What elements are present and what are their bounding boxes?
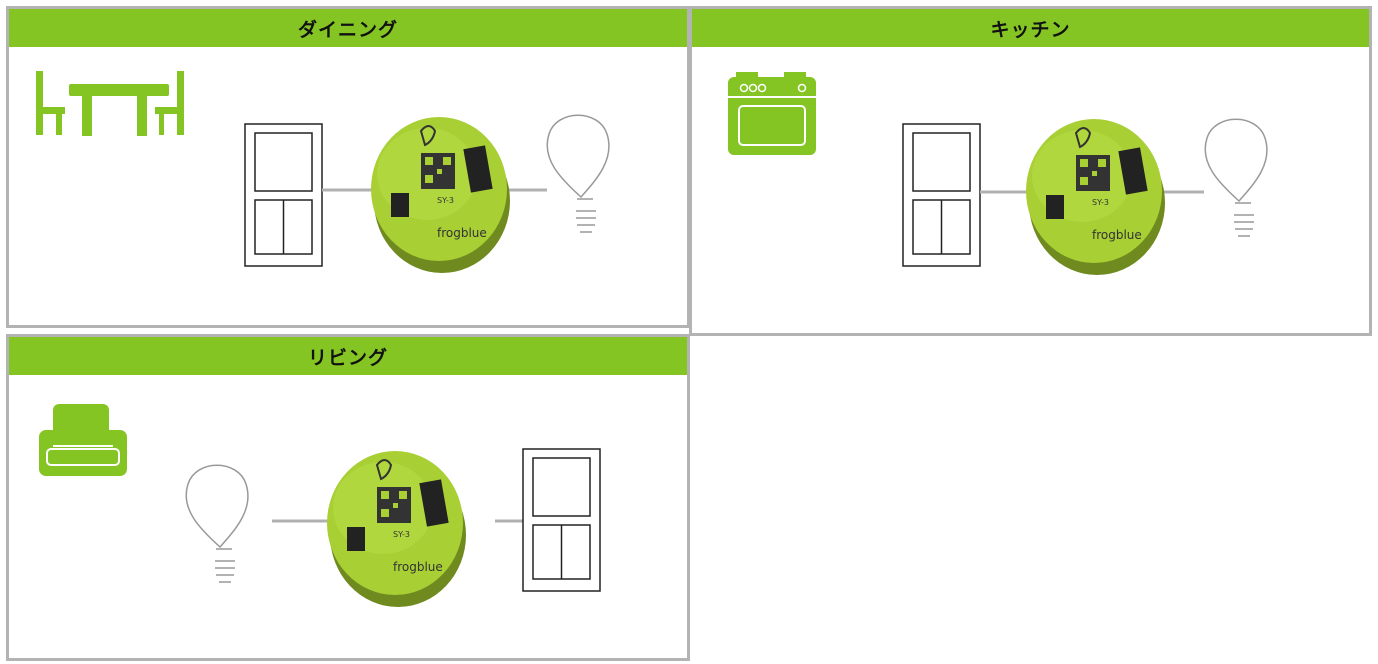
module-brand-label: frogblue [1092, 228, 1142, 242]
wall-switch [244, 123, 323, 267]
kitchen-diagram: SY-3 frogblue [728, 72, 1268, 275]
wall-switch [522, 448, 601, 592]
dining-diagram: SY-3 frogblue [36, 71, 610, 273]
panel-kitchen: キッチン [689, 6, 1372, 336]
living-diagram: SY-3 frogblue [39, 404, 601, 607]
panel-living: リビング SY-3 [6, 334, 690, 661]
dining-table-icon [36, 71, 184, 136]
panel-title-kitchen: キッチン [692, 9, 1369, 47]
panel-dining: ダイニング [6, 6, 690, 328]
light-bulb [546, 114, 610, 233]
frogblue-module: SY-3 frogblue [1026, 119, 1165, 275]
light-bulb [1204, 118, 1268, 237]
module-model-label: SY-3 [437, 196, 454, 205]
sofa-icon [39, 404, 127, 476]
wall-switch [902, 123, 981, 267]
panel-title-living: リビング [9, 337, 687, 375]
module-model-label: SY-3 [393, 530, 410, 539]
module-brand-label: frogblue [393, 560, 443, 574]
panel-title-dining: ダイニング [9, 9, 687, 47]
module-brand-label: frogblue [437, 226, 487, 240]
oven-icon [728, 72, 816, 155]
module-model-label: SY-3 [1092, 198, 1109, 207]
light-bulb [185, 464, 249, 583]
frogblue-module: SY-3 frogblue [327, 451, 466, 607]
frogblue-module: SY-3 frogblue [371, 117, 510, 273]
